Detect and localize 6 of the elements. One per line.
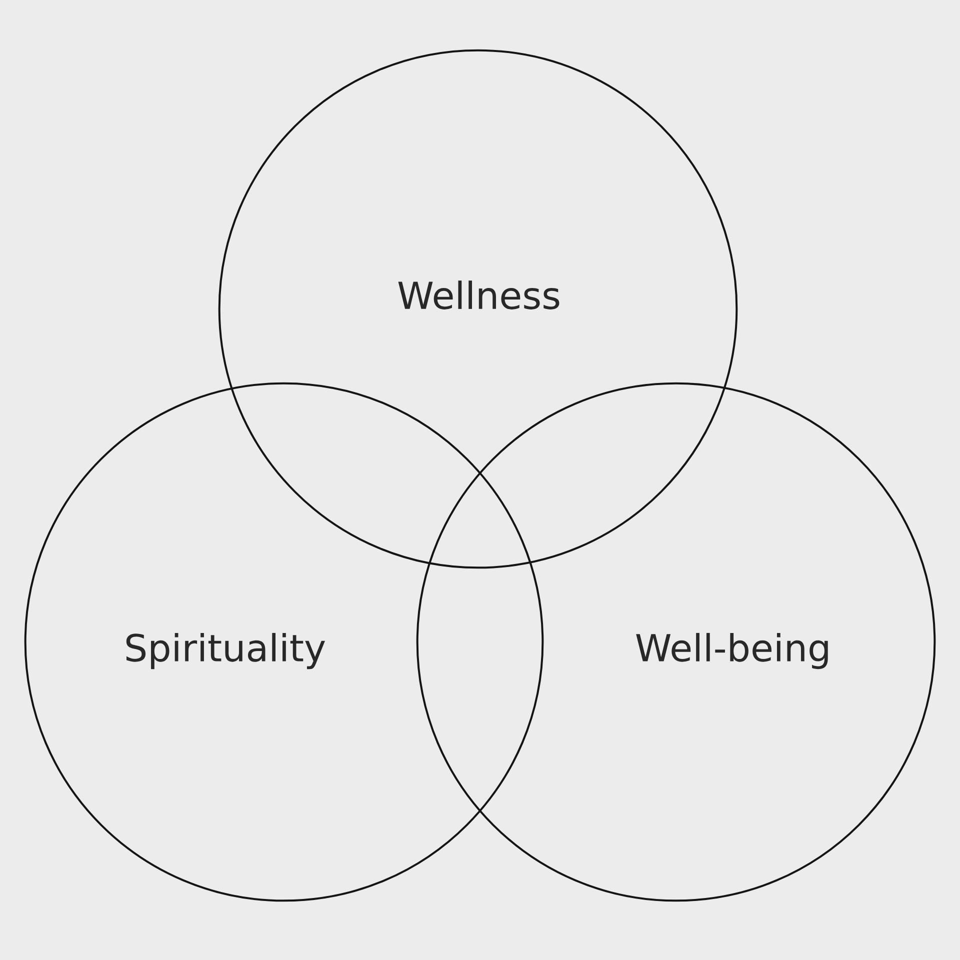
venn-circle: [218, 49, 738, 569]
circle-label: Well-being: [636, 632, 828, 670]
venn-circle: [416, 382, 936, 902]
venn-circle: [24, 382, 544, 902]
circle-label: Spirituality: [126, 632, 325, 670]
circle-label: Wellness: [398, 280, 560, 310]
